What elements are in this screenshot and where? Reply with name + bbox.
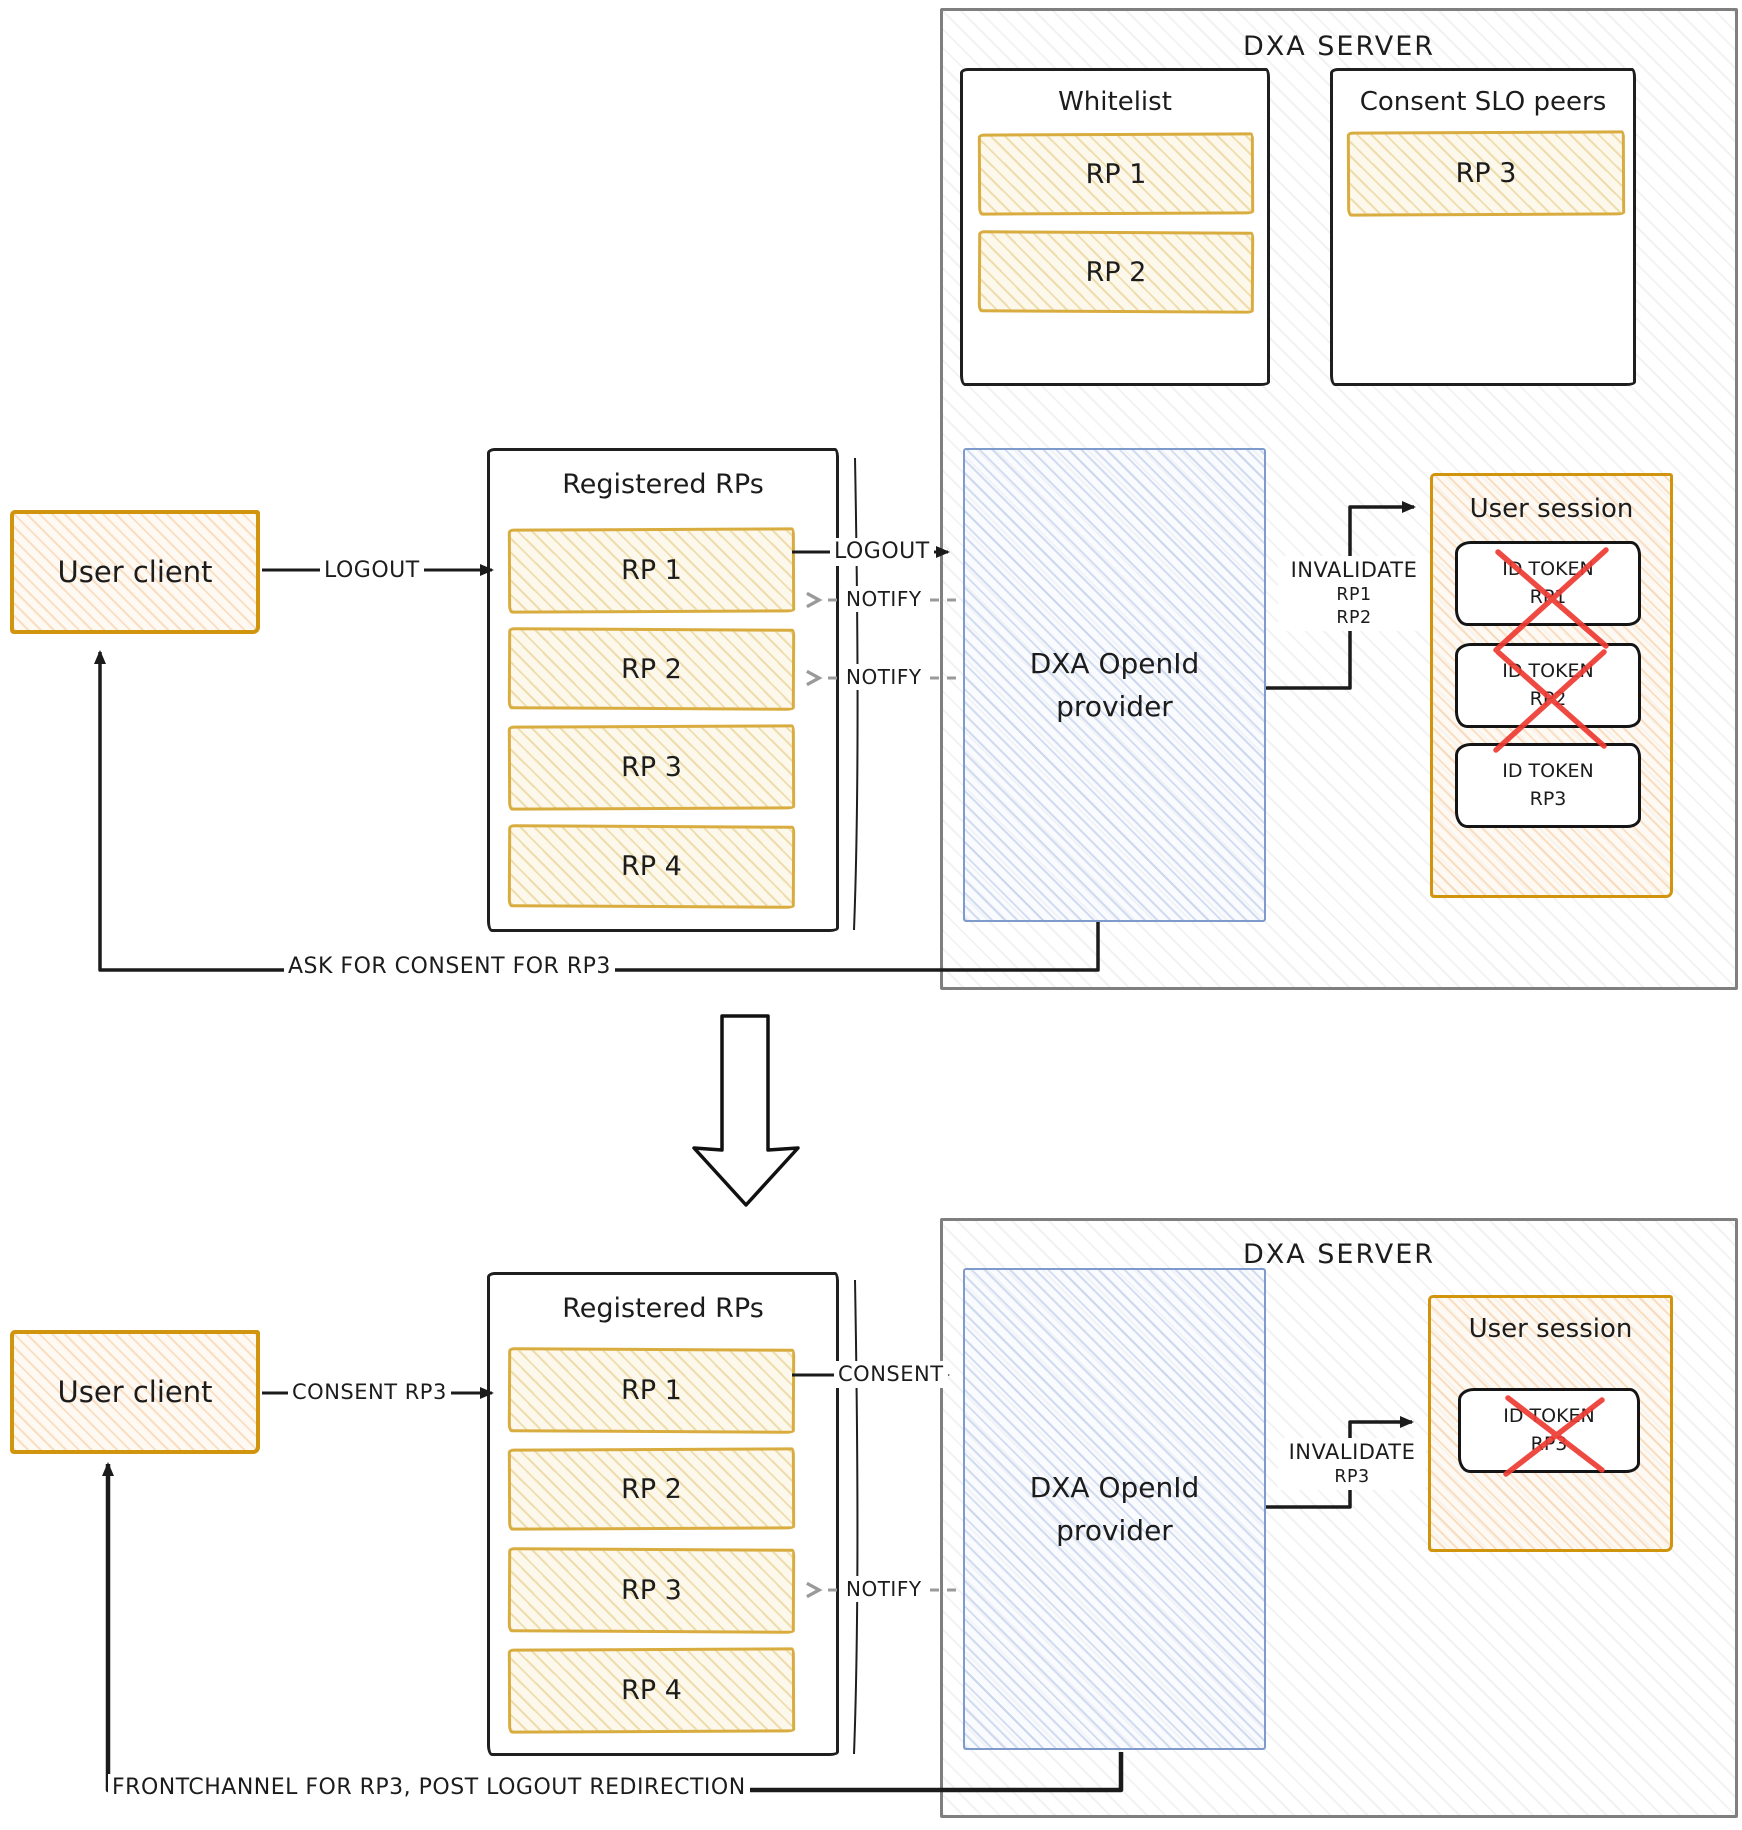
- registered-rp1-bottom-label: RP 1: [621, 1374, 682, 1407]
- dxa-server-title-top: DXA SERVER: [1242, 31, 1436, 62]
- invalidate-label-top: INVALIDATE RP1 RP2: [1278, 556, 1430, 631]
- whitelist-title: Whitelist: [1058, 87, 1172, 117]
- registered-rp3-bottom: RP 3: [507, 1547, 796, 1634]
- notify-label-rp3: NOTIFY: [842, 1576, 926, 1602]
- user-client-label-bottom: User client: [57, 1375, 213, 1409]
- logout-label-client: LOGOUT: [320, 557, 424, 586]
- id-token-rp1-line1: ID TOKEN: [1502, 557, 1594, 580]
- openid-provider-node-top: DXA OpenId provider: [963, 448, 1266, 922]
- frontchannel-label: FRONTCHANNEL FOR RP3, POST LOGOUT REDIRE…: [108, 1774, 750, 1803]
- invalidate-top-line1: INVALIDATE: [1290, 558, 1418, 582]
- provider-label-line1-top: DXA OpenId: [1029, 646, 1200, 680]
- registered-rp2-top-label: RP 2: [621, 653, 682, 685]
- id-token-rp3-bottom-line2: RP3: [1530, 1432, 1568, 1455]
- registered-rp2-top: RP 2: [507, 627, 796, 711]
- registered-rp1-top-label: RP 1: [621, 554, 682, 587]
- user-client-label-top: User client: [57, 555, 213, 589]
- whitelist-rp1-label: RP 1: [1085, 158, 1147, 190]
- id-token-card-rp1: ID TOKEN RP1: [1455, 541, 1641, 626]
- openid-provider-node-bottom: DXA OpenId provider: [963, 1268, 1266, 1750]
- openid-provider-label-top: DXA OpenId provider: [965, 450, 1264, 920]
- dxa-server-title-bottom: DXA SERVER: [1242, 1239, 1436, 1270]
- ask-consent-label: ASK FOR CONSENT FOR RP3: [284, 953, 615, 982]
- id-token-card-rp2: ID TOKEN RP2: [1455, 643, 1641, 728]
- user-client-node-bottom: User client: [10, 1330, 260, 1454]
- user-session-title-bottom: User session: [1468, 1314, 1633, 1344]
- registered-rp2-bottom: RP 2: [507, 1447, 796, 1531]
- invalidate-label-bottom: INVALIDATE RP3: [1278, 1438, 1426, 1491]
- invalidate-bottom-line1: INVALIDATE: [1288, 1440, 1416, 1464]
- registered-rps-title-top: Registered RPs: [562, 469, 764, 500]
- user-session-box-bottom: User session ID TOKEN RP3: [1428, 1295, 1673, 1552]
- registered-rp4-bottom-label: RP 4: [621, 1674, 682, 1707]
- registered-rp3-top-label: RP 3: [621, 751, 682, 784]
- consent-peers-rp3: RP 3: [1346, 130, 1626, 217]
- logout-label-rp: LOGOUT: [830, 538, 934, 567]
- registered-rp1-bottom: RP 1: [507, 1347, 796, 1434]
- registered-rps-title-bottom: Registered RPs: [562, 1293, 764, 1324]
- user-session-title-top: User session: [1469, 494, 1634, 524]
- whitelist-box: Whitelist RP 1 RP 2: [960, 68, 1270, 386]
- id-token-rp3-line2: RP3: [1529, 787, 1567, 810]
- registered-rp2-bottom-label: RP 2: [621, 1473, 682, 1505]
- id-token-rp3-line1: ID TOKEN: [1502, 759, 1594, 782]
- consent-label: CONSENT: [834, 1361, 948, 1389]
- id-token-rp2-line2: RP2: [1529, 687, 1567, 710]
- registered-rp4-top-label: RP 4: [621, 850, 682, 883]
- whitelist-rp2-label: RP 2: [1085, 256, 1147, 288]
- registered-rp3-top: RP 3: [507, 724, 796, 811]
- id-token-rp1-line2: RP1: [1529, 585, 1567, 608]
- provider-label-line1-bottom: DXA OpenId: [1029, 1470, 1200, 1504]
- id-token-card-rp3: ID TOKEN RP3: [1455, 743, 1641, 828]
- registered-rp4-top: RP 4: [507, 824, 796, 909]
- section-divider-arrow-icon: [692, 1014, 800, 1207]
- registered-rps-box-top: Registered RPs RP 1 RP 2 RP 3 RP 4: [487, 448, 839, 932]
- id-token-rp2-line1: ID TOKEN: [1502, 659, 1594, 682]
- user-client-node-top: User client: [10, 510, 260, 634]
- sketch-stroke-top: [853, 457, 859, 931]
- consent-peers-rp3-label: RP 3: [1455, 157, 1517, 190]
- user-session-box-top: User session ID TOKEN RP1 ID TOKEN RP2 I…: [1430, 473, 1673, 898]
- registered-rp3-bottom-label: RP 3: [621, 1574, 682, 1607]
- registered-rp4-bottom: RP 4: [507, 1647, 796, 1734]
- invalidate-bottom-line2: RP3: [1334, 1467, 1370, 1488]
- openid-provider-label-bottom: DXA OpenId provider: [965, 1270, 1264, 1748]
- id-token-card-rp3-bottom: ID TOKEN RP3: [1458, 1388, 1640, 1473]
- whitelist-rp2: RP 2: [977, 230, 1255, 314]
- provider-label-line2-bottom: provider: [1056, 1514, 1173, 1547]
- notify-label-rp1: NOTIFY: [842, 586, 926, 612]
- whitelist-rp1: RP 1: [977, 132, 1255, 216]
- notify-label-rp2: NOTIFY: [842, 664, 926, 690]
- consent-slo-peers-title: Consent SLO peers: [1359, 87, 1607, 117]
- provider-label-line2-top: provider: [1056, 690, 1173, 723]
- sketch-stroke-bottom: [853, 1279, 859, 1755]
- registered-rp1-top: RP 1: [507, 527, 796, 614]
- id-token-rp3-bottom-line1: ID TOKEN: [1503, 1404, 1595, 1427]
- registered-rps-box-bottom: Registered RPs RP 1 RP 2 RP 3 RP 4: [487, 1272, 839, 1756]
- consent-slo-peers-box: Consent SLO peers RP 3: [1330, 68, 1636, 386]
- invalidate-top-line3: RP2: [1336, 608, 1372, 629]
- consent-rp3-label: CONSENT RP3: [288, 1379, 451, 1407]
- invalidate-top-line2: RP1: [1336, 585, 1372, 606]
